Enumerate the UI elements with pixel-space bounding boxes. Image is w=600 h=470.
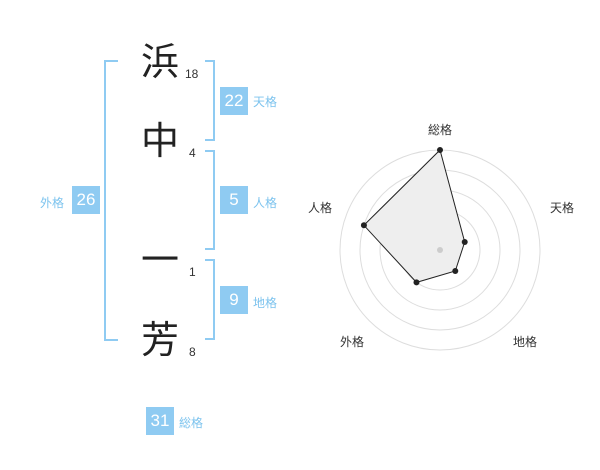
radar-label-gaikaku: 外格 [340, 334, 364, 349]
stroke-count-2: 4 [189, 146, 196, 160]
radar-label-tenkaku: 天格 [550, 200, 574, 215]
radar-point-2 [461, 238, 468, 245]
radar-chart: 総格 天格 地格 外格 人格 [308, 122, 574, 351]
gaikaku-value: 26 [72, 186, 100, 214]
radar-label-soukaku: 総格 [428, 122, 452, 137]
stroke-count-4: 8 [189, 345, 196, 359]
radar-point-5 [360, 222, 367, 229]
gaikaku-label: 外格 [40, 196, 65, 210]
jinkaku-label: 人格 [253, 196, 278, 210]
name-char-2: 中 [140, 119, 179, 163]
tenkaku-bracket [205, 60, 215, 141]
stroke-count-3: 1 [189, 265, 196, 279]
chikaku-label: 地格 [253, 296, 278, 310]
soukaku-value: 31 [146, 407, 174, 435]
name-char-4: 芳 [140, 318, 179, 362]
name-char-1: 浜 [140, 40, 179, 84]
tenkaku-value: 22 [220, 87, 248, 115]
radar-label-jinkaku: 人格 [308, 200, 332, 215]
jinkaku-bracket [205, 150, 215, 250]
radar-area [363, 149, 466, 283]
radar-point-3 [452, 268, 459, 275]
gaikaku-bracket [104, 60, 118, 341]
radar-center-dot [437, 247, 443, 253]
tenkaku-label: 天格 [253, 95, 278, 109]
radar-point-1 [437, 147, 443, 153]
jinkaku-value: 5 [220, 186, 248, 214]
soukaku-label: 総格 [179, 416, 204, 430]
radar-label-chikaku: 地格 [513, 334, 537, 349]
chikaku-value: 9 [220, 286, 248, 314]
radar-points [360, 147, 468, 286]
name-char-3: 一 [140, 238, 179, 282]
radar-point-4 [413, 279, 420, 286]
chikaku-bracket [205, 259, 215, 340]
stroke-count-1: 18 [185, 67, 199, 81]
